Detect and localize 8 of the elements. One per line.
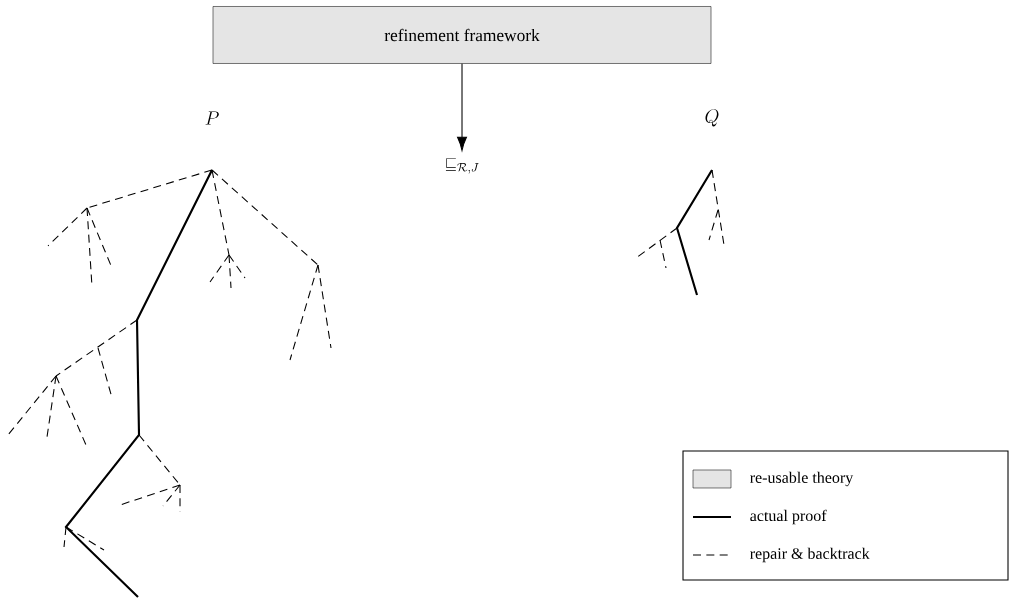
legend-text: re-usable theory [750, 471, 854, 487]
tree-label: $P$ [205, 111, 219, 125]
legend-text: actual proof [750, 509, 827, 525]
arrow [457, 63, 467, 151]
relation-symbol: $\sqsubseteq_{\mathcal{R},J}$ [445, 158, 479, 174]
framework-box: refinement framework [212, 6, 712, 64]
legend-text: repair & backtrack [750, 547, 870, 563]
tree-label: $Q$ [705, 109, 719, 127]
